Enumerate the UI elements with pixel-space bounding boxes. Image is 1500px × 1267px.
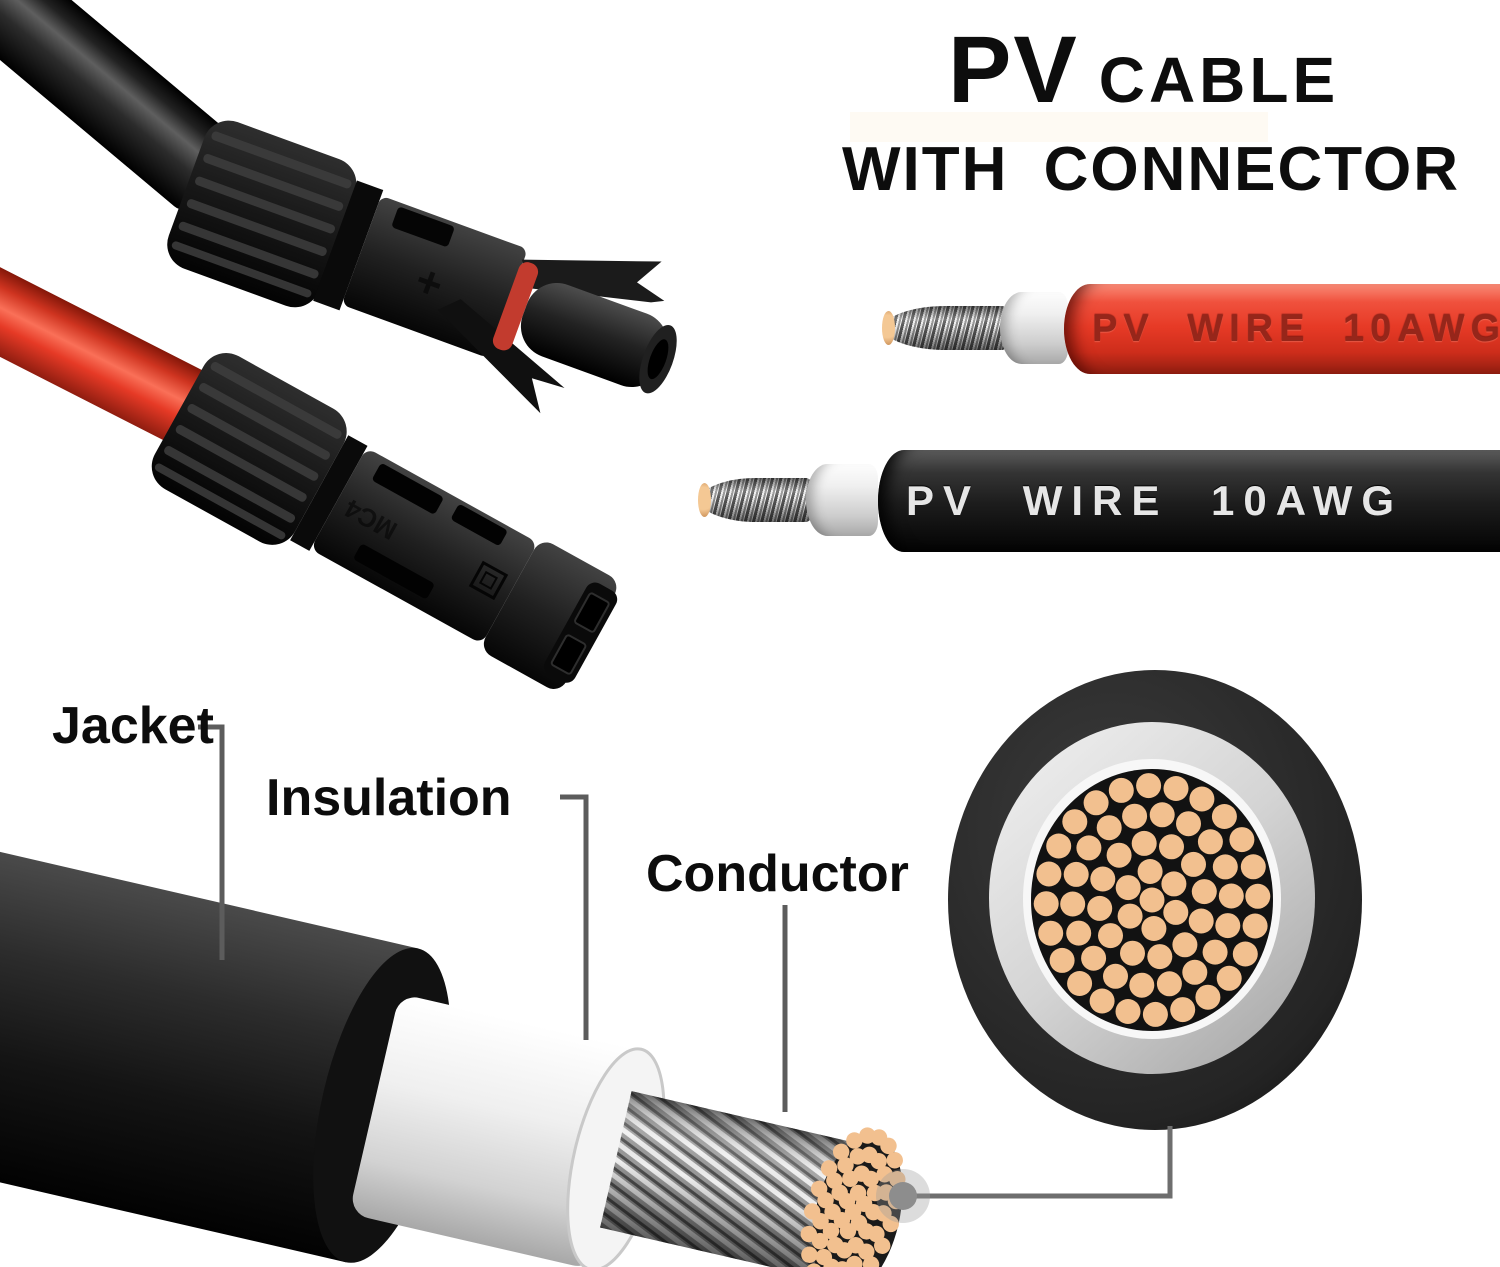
cross-section <box>948 670 1362 1130</box>
male-cap-ridges <box>171 131 352 298</box>
red-cable-insulation-collar <box>1000 292 1068 364</box>
cutaway-cable <box>0 842 903 1267</box>
page-title-line2: WITH CONNECTOR <box>842 135 1461 204</box>
mc4-connector-male: + <box>0 0 677 414</box>
female-slot-1 <box>372 464 443 514</box>
female-front-block <box>483 542 617 689</box>
title-background-band <box>850 112 1268 142</box>
black-cable-insulation-collar <box>806 464 878 536</box>
mc4-connector-female: MC4 <box>0 240 618 689</box>
female-socket-hole-top <box>574 592 610 633</box>
female-socket-hole-bottom <box>550 634 587 675</box>
black-cable-print: PV WIRE 10AWG <box>906 477 1404 524</box>
cross-section-strands <box>1033 773 1271 1027</box>
female-slot-2 <box>451 504 507 545</box>
leader-dot <box>889 1182 917 1210</box>
female-neck <box>290 435 368 551</box>
female-logo-square-inner <box>478 570 498 590</box>
red-cable-jacket: PV WIRE 10AWG <box>1064 284 1500 374</box>
black-cable-top <box>0 0 239 210</box>
red-cable-sample: PV WIRE 10AWG <box>880 280 1500 380</box>
title-brand: PV <box>948 17 1079 123</box>
insulation-leader-line <box>560 794 589 1040</box>
male-latch-barb-top <box>521 259 665 303</box>
cutaway-jacket <box>0 842 419 1263</box>
male-pin-hole <box>647 339 669 380</box>
leader-lines <box>198 724 1173 1199</box>
red-cable-strands <box>882 306 1010 350</box>
conductor-label: Conductor <box>646 845 909 903</box>
male-oring <box>492 262 539 351</box>
male-pin-barrel <box>520 283 668 388</box>
title-rest: CABLE <box>1098 44 1340 116</box>
cross-section-leader-line <box>905 1126 1173 1199</box>
black-cable-jacket: PV WIRE 10AWG <box>878 450 1500 552</box>
male-collar <box>313 180 384 311</box>
female-body <box>313 451 535 641</box>
male-body-slot <box>392 207 454 247</box>
black-cable-sample: PV WIRE 10AWG <box>690 438 1500 560</box>
female-cap-ridges <box>154 362 342 540</box>
red-cable-print: PV WIRE 10AWG <box>1092 307 1500 350</box>
insulation-label: Insulation <box>266 769 512 827</box>
jacket-label: Jacket <box>52 697 214 755</box>
male-latch-barb-bottom <box>437 299 565 414</box>
jacket-leader-line <box>198 724 225 960</box>
red-cable-left <box>0 240 228 452</box>
page-title-line1: PV CABLE <box>948 16 1339 125</box>
black-cable-strands <box>698 478 814 522</box>
female-slot-3 <box>354 544 434 599</box>
female-logo-square <box>468 560 509 601</box>
